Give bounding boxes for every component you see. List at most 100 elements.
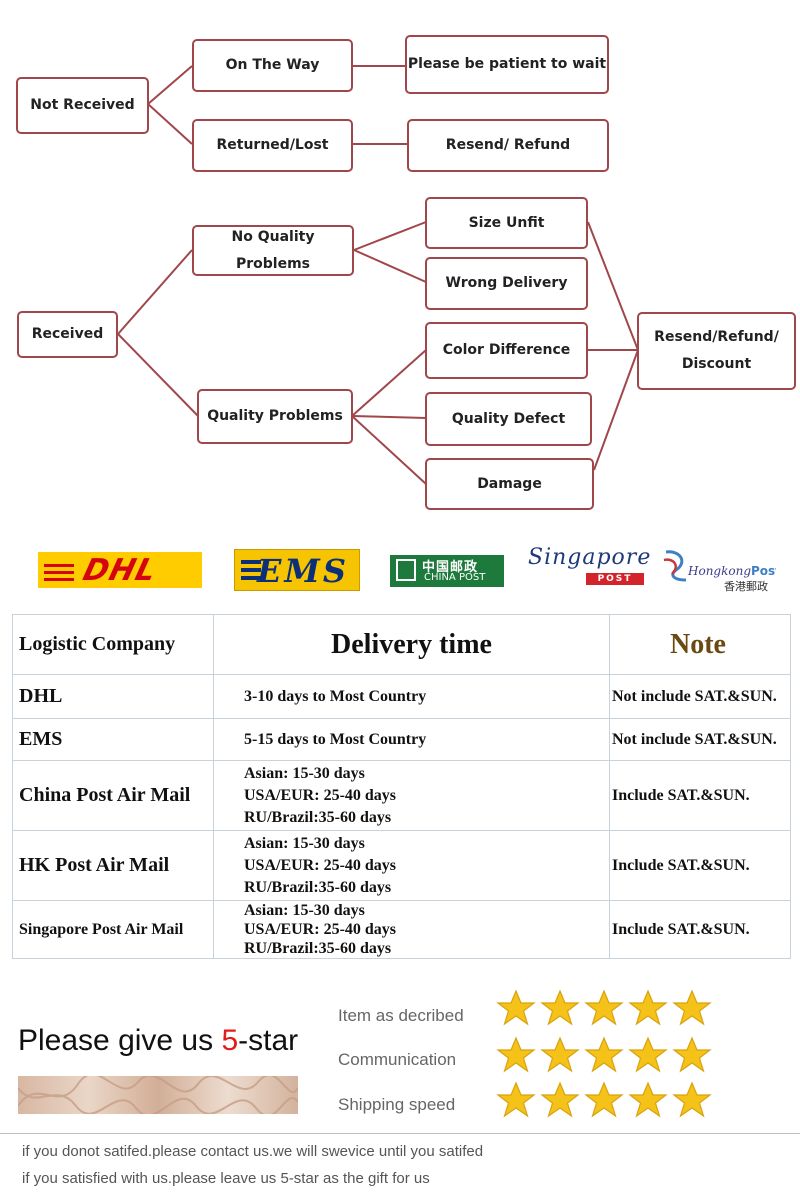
star-icon[interactable] xyxy=(628,988,668,1028)
note-cell: Not include SAT.&SUN. xyxy=(609,718,791,761)
node-please-be-patient: Please be patient to wait xyxy=(405,35,609,94)
star-rating-communication[interactable] xyxy=(496,1035,714,1075)
node-size-unfit: Size Unfit xyxy=(425,197,588,249)
node-damage: Damage xyxy=(425,458,594,510)
node-no-quality-problems: No Quality Problems xyxy=(192,225,354,276)
star-icon[interactable] xyxy=(496,1035,536,1075)
time-cell: 3-10 days to Most Country xyxy=(213,674,610,719)
header-note: Note xyxy=(609,614,791,675)
note-cell: Not include SAT.&SUN. xyxy=(609,674,791,719)
ems-bar xyxy=(241,568,261,572)
star-icon[interactable] xyxy=(672,1080,712,1120)
star-icon[interactable] xyxy=(540,1080,580,1120)
singapore-post-badge: POST xyxy=(586,573,644,585)
star-icon[interactable] xyxy=(672,988,712,1028)
outcome-line-1: Resend/Refund/ xyxy=(654,329,779,346)
dhl-logo-text: DHL xyxy=(79,553,161,588)
time-cell: 5-15 days to Most Country xyxy=(213,718,610,761)
time-cell: Asian: 15-30 days USA/EUR: 25-40 days RU… xyxy=(213,900,610,959)
node-returned-lost: Returned/Lost xyxy=(192,119,353,172)
decorative-pattern-banner xyxy=(18,1076,298,1114)
table-row: Singapore Post Air Mail Asian: 15-30 day… xyxy=(12,900,791,959)
time-line: Asian: 15-30 days xyxy=(244,902,365,919)
star-icon[interactable] xyxy=(584,988,624,1028)
china-post-cn-text: 中国邮政 xyxy=(422,560,479,575)
star-icon[interactable] xyxy=(496,1080,536,1120)
footer-line-1: if you donot satifed.please contact us.w… xyxy=(22,1143,484,1160)
china-post-en-text: CHINA POST xyxy=(424,572,486,583)
star-icon[interactable] xyxy=(540,988,580,1028)
time-line: RU/Brazil:35-60 days xyxy=(244,940,392,957)
time-line: Asian: 15-30 days xyxy=(244,764,365,782)
ems-bar xyxy=(241,560,261,564)
china-post-logo: 中国邮政 CHINA POST xyxy=(390,555,504,587)
hongkong-post-logo: HongkongPost 香港郵政 xyxy=(660,544,776,594)
node-received: Received xyxy=(17,311,118,358)
company-cell: EMS xyxy=(12,718,214,761)
time-cell: Asian: 15-30 days USA/EUR: 25-40 days RU… xyxy=(213,760,610,831)
note-cell: Include SAT.&SUN. xyxy=(609,760,791,831)
flowchart-connectors xyxy=(117,65,639,485)
company-cell: Singapore Post Air Mail xyxy=(12,900,214,959)
please-prefix: Please give us xyxy=(18,1024,222,1057)
node-not-received: Not Received xyxy=(16,77,149,134)
time-line: USA/EUR: 25-40 days xyxy=(244,921,397,938)
table-row: DHL 3-10 days to Most Country Not includ… xyxy=(12,674,791,719)
table-row: China Post Air Mail Asian: 15-30 days US… xyxy=(12,760,791,831)
star-icon[interactable] xyxy=(496,988,536,1028)
rating-label-shipping: Shipping speed xyxy=(338,1095,456,1114)
time-line: RU/Brazil:35-60 days xyxy=(244,808,392,826)
star-icon[interactable] xyxy=(672,1035,712,1075)
hongkong-post-name: HongkongPost xyxy=(688,564,776,578)
time-line: Asian: 15-30 days xyxy=(244,834,365,852)
note-cell: Include SAT.&SUN. xyxy=(609,830,791,901)
header-delivery-time: Delivery time xyxy=(213,614,610,675)
dhl-stripe xyxy=(44,578,74,581)
company-cell: China Post Air Mail xyxy=(12,760,214,831)
footer-line-2: if you satisfied with us.please leave us… xyxy=(22,1170,430,1187)
time-cell: Asian: 15-30 days USA/EUR: 25-40 days RU… xyxy=(213,830,610,901)
hongkong-name-text: Hongkong xyxy=(688,564,752,578)
please-five: 5 xyxy=(221,1024,239,1057)
hongkong-swirl-icon xyxy=(663,550,687,582)
dhl-logo: DHL xyxy=(38,552,202,588)
node-wrong-delivery: Wrong Delivery xyxy=(425,257,588,310)
singapore-script-text: Singapore xyxy=(528,545,650,570)
star-icon[interactable] xyxy=(628,1080,668,1120)
star-rating-item[interactable] xyxy=(496,988,714,1028)
star-icon[interactable] xyxy=(584,1035,624,1075)
dhl-stripe xyxy=(44,564,74,567)
delivery-table: Logistic Company Delivery time Note DHL … xyxy=(12,614,791,959)
star-rating-shipping[interactable] xyxy=(496,1080,714,1120)
time-line: RU/Brazil:35-60 days xyxy=(244,878,392,896)
star-icon[interactable] xyxy=(628,1035,668,1075)
node-quality-defect: Quality Defect xyxy=(425,392,592,446)
time-line: USA/EUR: 25-40 days xyxy=(244,856,397,874)
footer-divider xyxy=(0,1133,800,1134)
table-header-row: Logistic Company Delivery time Note xyxy=(12,614,791,675)
rating-label-item: Item as decribed xyxy=(338,1006,464,1025)
china-post-emblem-icon xyxy=(396,559,416,581)
time-line: USA/EUR: 25-40 days xyxy=(244,786,397,804)
node-resend-refund: Resend/ Refund xyxy=(407,119,609,172)
table-row: HK Post Air Mail Asian: 15-30 days USA/E… xyxy=(12,830,791,901)
company-cell: HK Post Air Mail xyxy=(12,830,214,901)
node-on-the-way: On The Way xyxy=(192,39,353,92)
star-icon[interactable] xyxy=(584,1080,624,1120)
singapore-post-logo: Singapore POST xyxy=(526,545,650,589)
ems-bar xyxy=(241,576,261,580)
table-row: EMS 5-15 days to Most Country Not includ… xyxy=(12,718,791,761)
ems-logo-text: EMS xyxy=(257,552,349,590)
outcome-line-2: Discount xyxy=(681,356,752,372)
hongkong-post-text: Post xyxy=(751,564,776,578)
node-color-difference: Color Difference xyxy=(425,322,588,379)
five-star-request: Please give us 5-star xyxy=(18,1024,298,1058)
note-cell: Include SAT.&SUN. xyxy=(609,900,791,959)
node-quality-problems: Quality Problems xyxy=(197,389,353,444)
node-resend-refund-discount: Resend/Refund/ Discount xyxy=(637,312,796,390)
hongkong-cn-text: 香港郵政 xyxy=(724,580,768,593)
please-suffix: -star xyxy=(238,1024,299,1057)
rating-label-communication: Communication xyxy=(338,1050,457,1069)
star-icon[interactable] xyxy=(540,1035,580,1075)
swirl-pattern-icon xyxy=(18,1076,298,1114)
